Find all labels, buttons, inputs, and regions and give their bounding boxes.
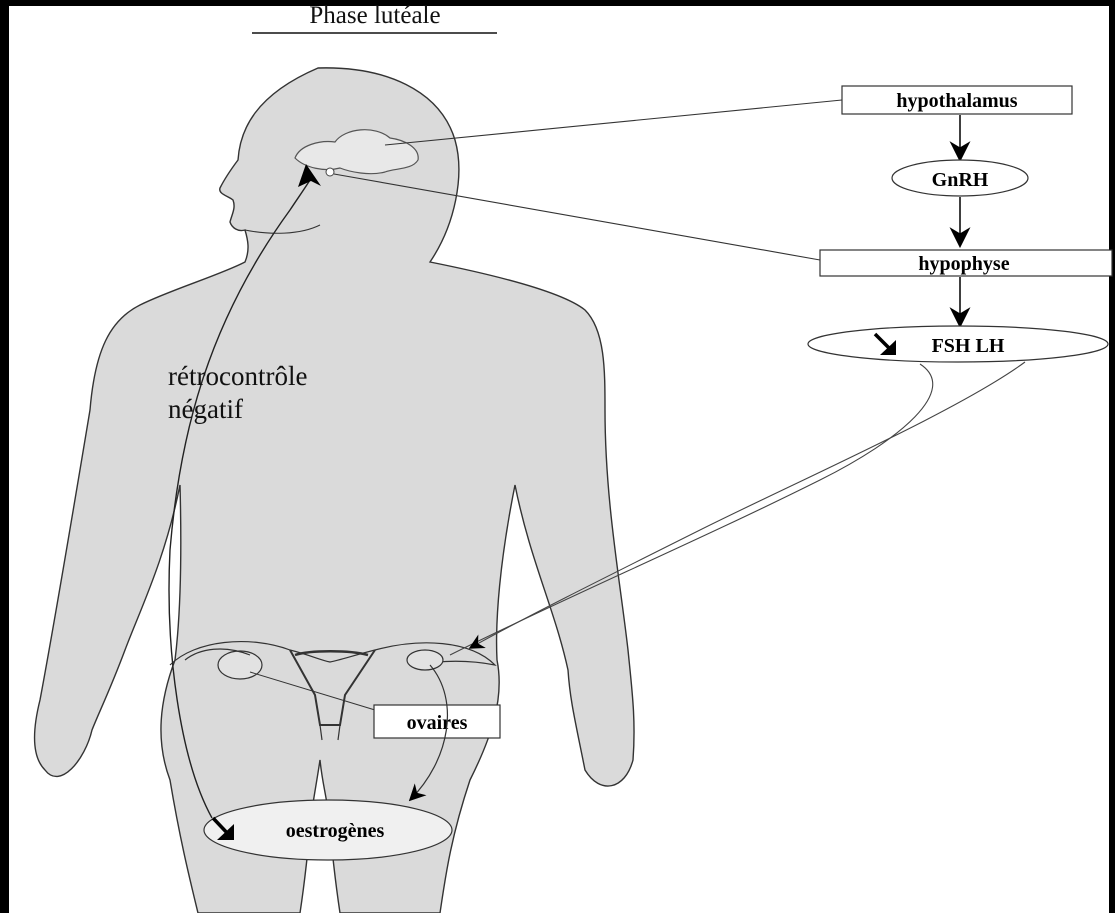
gnrh-label: GnRH <box>932 169 989 191</box>
connector-hypothalamus <box>385 100 842 145</box>
fsh-lh-label: FSH LH <box>932 335 1005 357</box>
diagram-title: Phase lutéale <box>309 2 440 29</box>
feedback-label-line2: négatif <box>168 394 243 424</box>
hypothalamus-label: hypothalamus <box>896 90 1017 112</box>
body-silhouette <box>35 68 634 913</box>
ovaires-label: ovaires <box>407 712 468 734</box>
pituitary-gland <box>326 168 334 176</box>
oestrogenes-label: oestrogènes <box>286 820 385 842</box>
feedback-label-line1: rétrocontrôle <box>168 361 307 391</box>
hypophyse-label: hypophyse <box>918 253 1009 275</box>
